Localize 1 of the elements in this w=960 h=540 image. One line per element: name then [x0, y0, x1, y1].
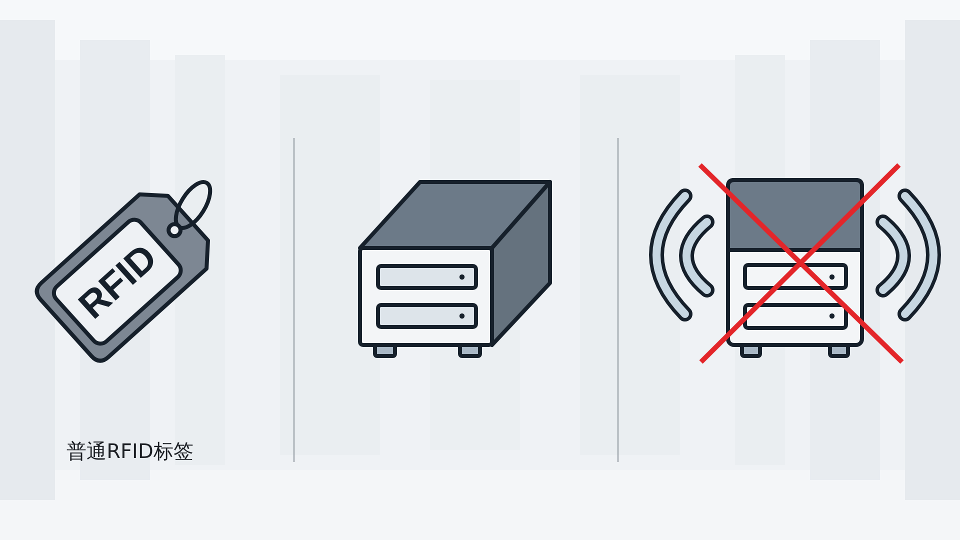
caption: 普通RFID标签 [66, 438, 194, 465]
